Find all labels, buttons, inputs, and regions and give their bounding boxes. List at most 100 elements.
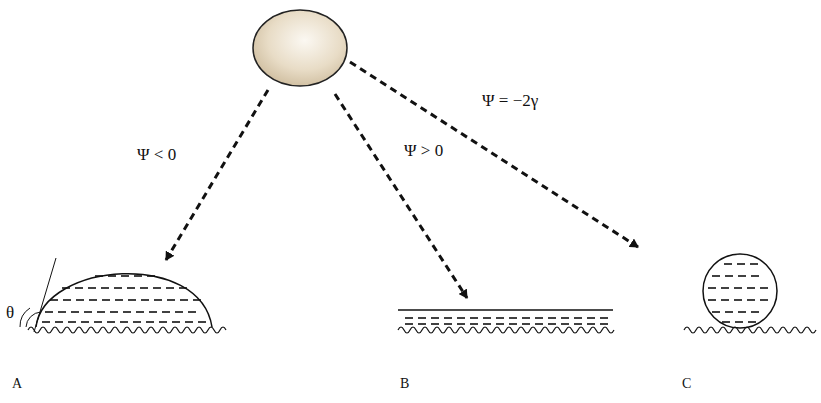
liquid-hatch — [172, 321, 180, 323]
liquid-hatch — [483, 323, 491, 325]
liquid-hatch — [95, 275, 103, 277]
liquid-hatch — [587, 317, 595, 319]
liquid-hatch — [735, 321, 743, 323]
solid-surface — [684, 327, 816, 333]
liquid-hatch — [418, 323, 426, 325]
liquid-hatch — [712, 275, 720, 277]
drop-outline — [36, 274, 212, 327]
liquid-hatch — [535, 317, 543, 319]
liquid-hatch — [167, 299, 175, 301]
liquid-hatch — [42, 321, 50, 323]
liquid-hatch — [561, 317, 569, 319]
liquid-hatch — [444, 317, 452, 319]
liquid-hatch — [751, 311, 759, 313]
liquid-hatch — [121, 275, 129, 277]
liquid-hatch — [496, 317, 504, 319]
liquid-hatch — [101, 287, 109, 289]
liquid-hatch — [141, 299, 149, 301]
liquid-hatch — [84, 311, 92, 313]
liquid-hatch — [724, 263, 732, 265]
liquid-hatch — [418, 317, 426, 319]
liquid-hatch — [509, 323, 517, 325]
liquid-hatch — [123, 311, 131, 313]
liquid-hatch — [600, 317, 608, 319]
solid-surface — [398, 327, 614, 333]
liquid-hatch — [88, 287, 96, 289]
liquid-hatch — [180, 299, 188, 301]
liquid-hatch — [496, 323, 504, 325]
liquid-hatch — [574, 323, 582, 325]
liquid-hatch — [737, 263, 745, 265]
liquid-hatch — [444, 323, 452, 325]
liquid-hatch — [725, 311, 733, 313]
solid-surface — [28, 327, 226, 333]
liquid-hatch — [159, 321, 167, 323]
liquid-hatch — [734, 287, 742, 289]
liquid-hatch — [431, 323, 439, 325]
liquid-hatch — [721, 299, 729, 301]
liquid-hatch — [457, 317, 465, 319]
liquid-hatch — [154, 299, 162, 301]
dashed-arrow — [166, 90, 268, 260]
film-surface — [398, 309, 613, 311]
liquid-hatch — [110, 311, 118, 313]
liquid-hatch — [94, 321, 102, 323]
angle-symbol: θ — [4, 304, 16, 323]
liquid-hatch — [535, 323, 543, 325]
angle-arc — [26, 312, 41, 327]
panel-letter: A — [10, 376, 24, 391]
liquid-hatch — [188, 311, 196, 313]
liquid-hatch — [708, 287, 716, 289]
liquid-hatch — [470, 323, 478, 325]
liquid-hatch — [760, 299, 768, 301]
liquid-hatch — [58, 311, 66, 313]
droplet-source — [253, 10, 347, 86]
liquid-hatch — [133, 321, 141, 323]
liquid-hatch — [734, 299, 742, 301]
liquid-hatch — [120, 321, 128, 323]
liquid-hatch — [747, 299, 755, 301]
liquid-hatch — [45, 311, 53, 313]
liquid-hatch — [193, 299, 201, 301]
liquid-hatch — [600, 323, 608, 325]
liquid-hatch — [522, 323, 530, 325]
dashed-arrow — [335, 94, 467, 298]
liquid-hatch — [760, 287, 768, 289]
psi-label: Ψ > 0 — [402, 142, 445, 161]
liquid-hatch — [175, 311, 183, 313]
liquid-hatch — [127, 287, 135, 289]
liquid-hatch — [431, 317, 439, 319]
liquid-hatch — [509, 317, 517, 319]
tangent-line — [34, 258, 56, 332]
liquid-hatch — [561, 323, 569, 325]
liquid-hatch — [153, 287, 161, 289]
liquid-hatch — [405, 323, 413, 325]
liquid-hatch — [548, 323, 556, 325]
liquid-hatch — [179, 287, 187, 289]
liquid-hatch — [107, 321, 115, 323]
psi-label: Ψ = −2γ — [480, 92, 540, 111]
liquid-hatch — [721, 287, 729, 289]
liquid-hatch — [75, 287, 83, 289]
liquid-hatch — [198, 321, 206, 323]
liquid-hatch — [405, 317, 413, 319]
liquid-hatch — [115, 299, 123, 301]
liquid-hatch — [149, 311, 157, 313]
liquid-hatch — [76, 299, 84, 301]
liquid-hatch — [68, 321, 76, 323]
dashed-arrow — [350, 62, 638, 247]
liquid-hatch — [522, 317, 530, 319]
liquid-hatch — [748, 321, 756, 323]
panel-letter: B — [398, 376, 411, 391]
liquid-hatch — [114, 287, 122, 289]
angle-arc — [20, 308, 30, 327]
panel-letter: C — [680, 376, 693, 391]
liquid-hatch — [140, 287, 148, 289]
liquid-hatch — [751, 275, 759, 277]
liquid-hatch — [708, 299, 716, 301]
liquid-hatch — [55, 321, 63, 323]
liquid-hatch — [136, 311, 144, 313]
liquid-hatch — [62, 287, 70, 289]
liquid-hatch — [483, 317, 491, 319]
